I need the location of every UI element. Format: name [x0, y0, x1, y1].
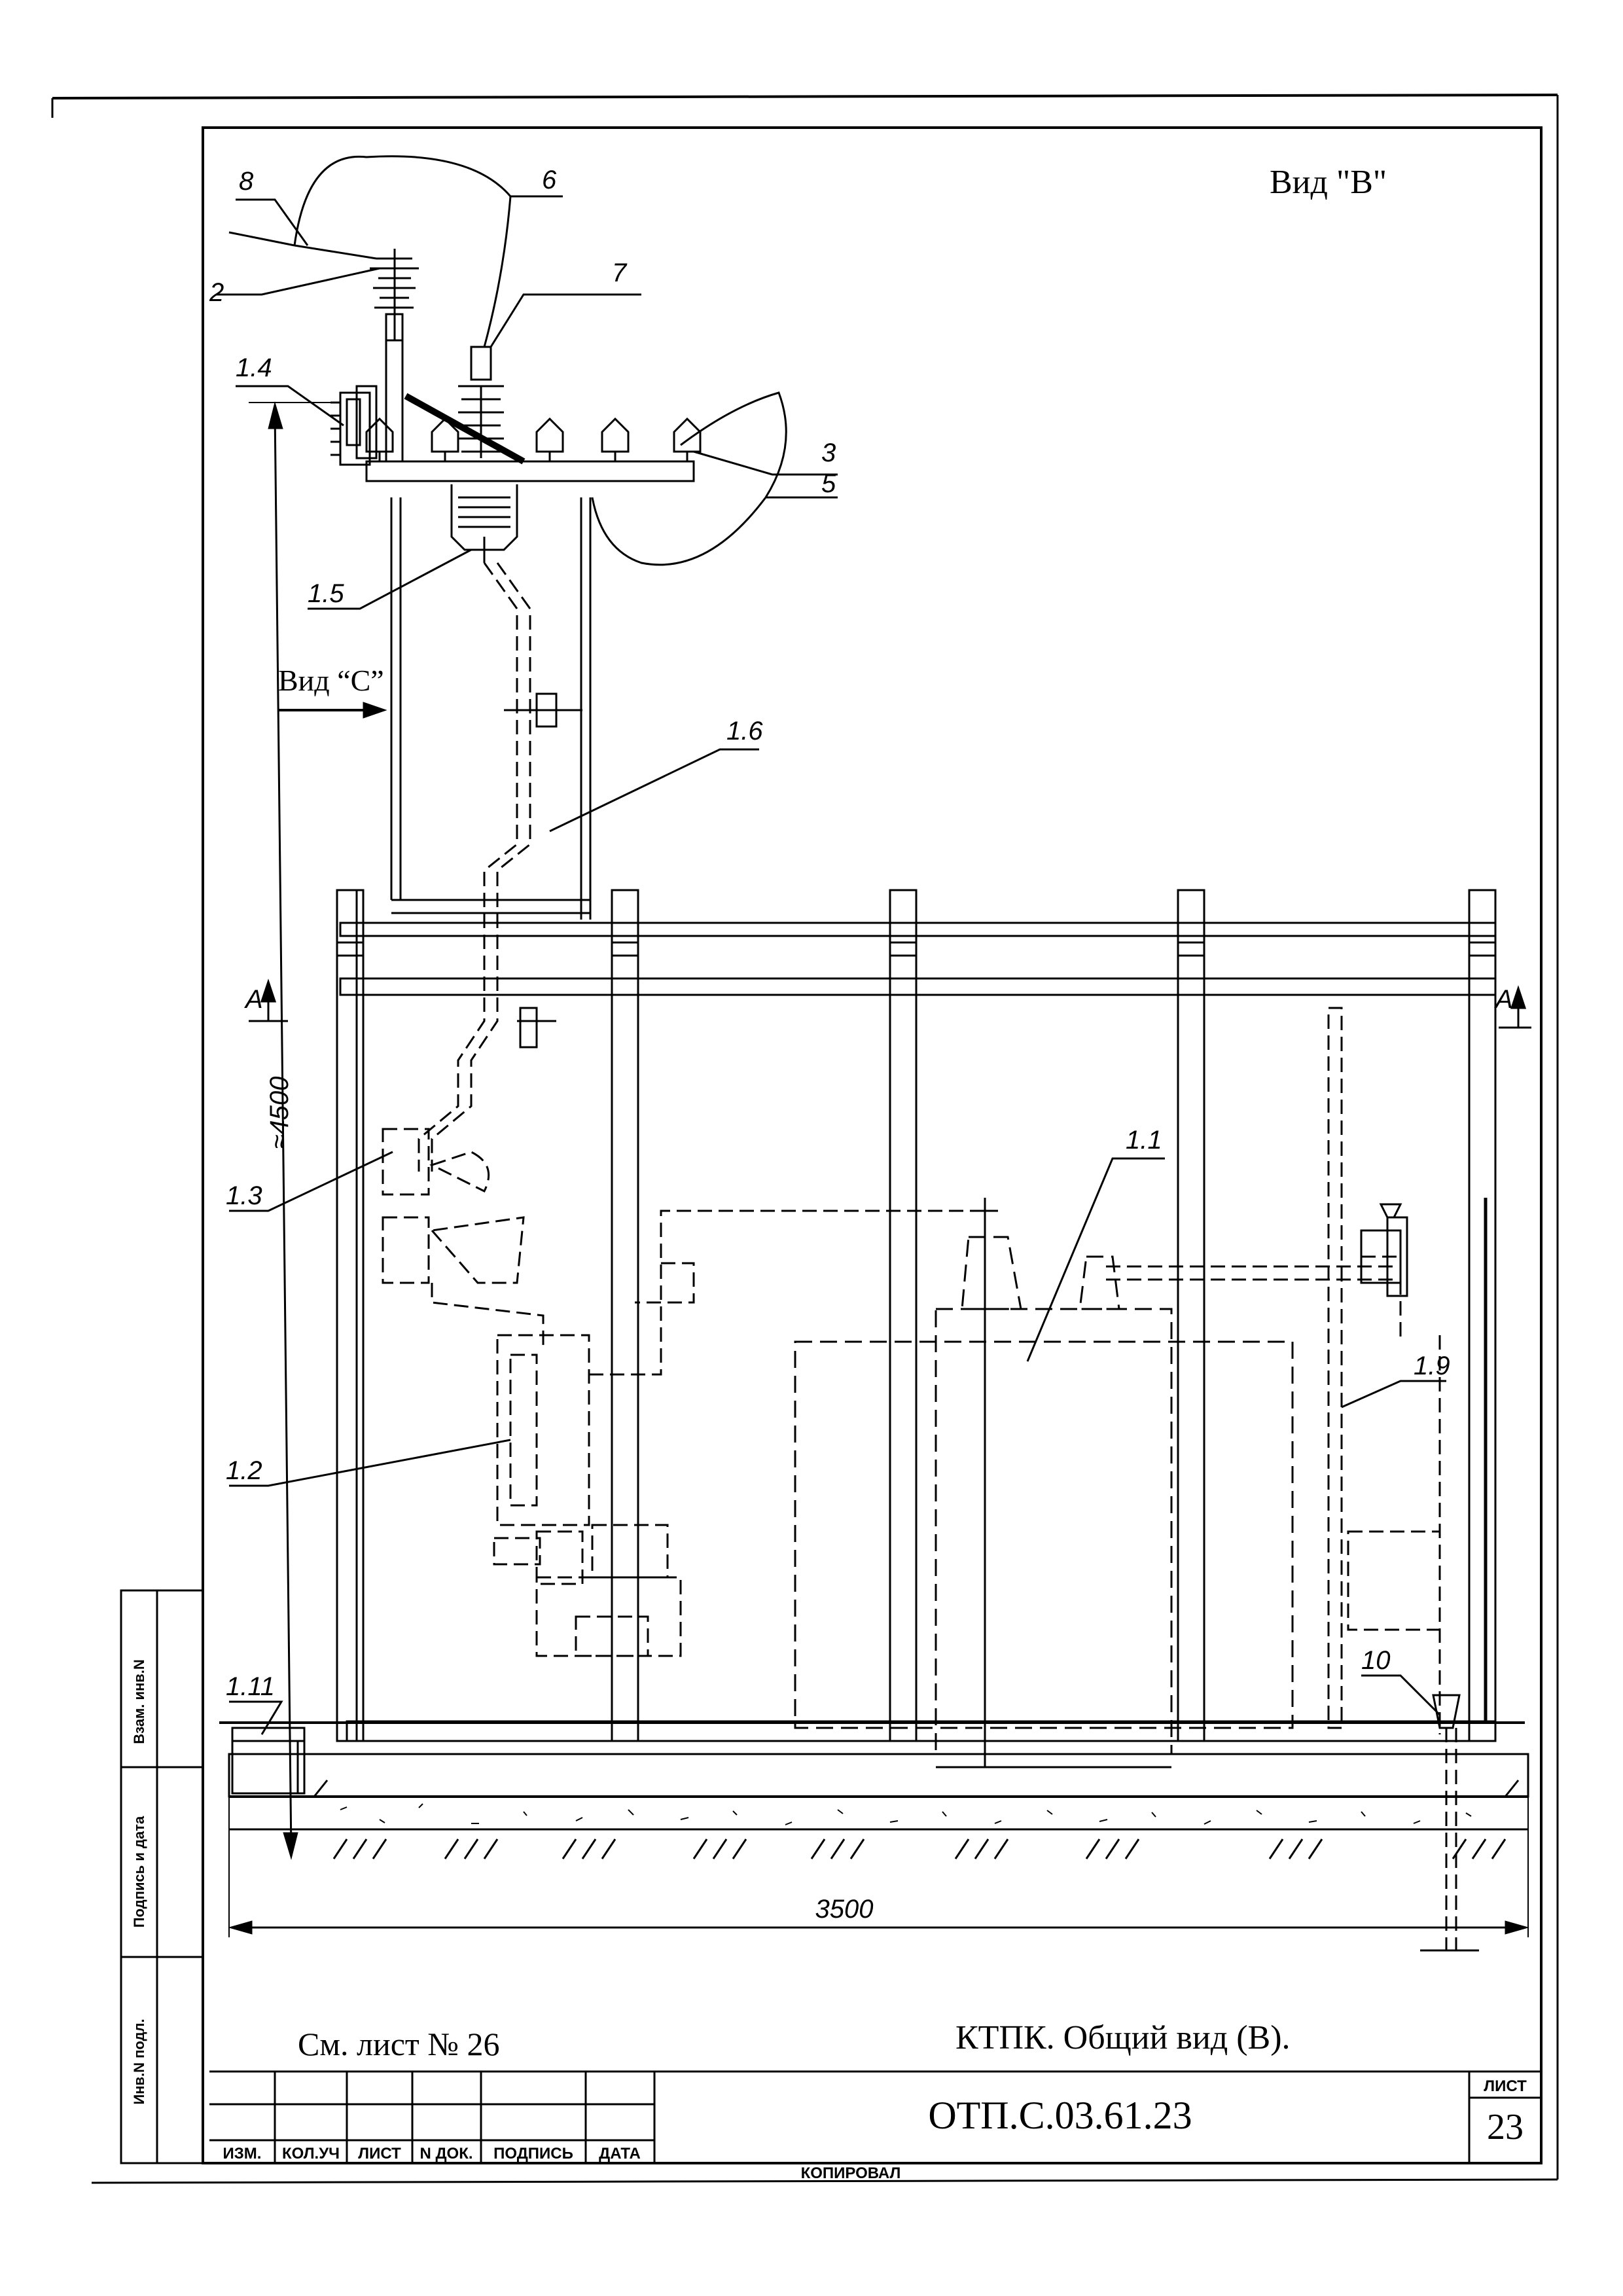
- transformer-solid: [936, 1198, 1171, 1768]
- sheet-frame: [51, 94, 1559, 2184]
- callout-1-9: 1.9: [1414, 1352, 1450, 1380]
- section-mark-left: А: [244, 985, 263, 1014]
- title-block: [209, 2070, 1541, 2163]
- cable-support: [504, 692, 582, 1049]
- lv-panel-1-9: [1106, 1007, 1441, 1734]
- concrete-texture: [340, 1803, 1472, 1825]
- title-header-podpis: ПОДПИСЬ: [493, 2145, 573, 2162]
- width-dimension-value: 3500: [815, 1895, 874, 1924]
- crossarm-assembly: [346, 249, 695, 482]
- wires: [228, 155, 787, 566]
- kiosk-frame: [336, 889, 1497, 1742]
- title-header-kol-uch: КОЛ.УЧ: [282, 2145, 340, 2162]
- cable-tower: [390, 497, 592, 920]
- sheet-label: ЛИСТ: [1484, 2077, 1527, 2095]
- callout-1-5: 1.5: [308, 579, 344, 608]
- box-1-11: [231, 1727, 306, 1795]
- callout-1-6: 1.6: [726, 717, 763, 745]
- callout-10: 10: [1361, 1646, 1391, 1675]
- side-stamp-replaced-inv: Взам. инв.N: [131, 1659, 147, 1744]
- section-mark-right: А: [1494, 985, 1513, 1014]
- callout-1-2: 1.2: [226, 1456, 262, 1485]
- title-header-n-dok: N ДОК.: [419, 2145, 473, 2162]
- section-marks: [249, 978, 1531, 1029]
- height-dimension-value: ≈4500: [265, 1077, 294, 1149]
- sheet-number: 23: [1487, 2107, 1524, 2147]
- fuse-block-1-2: [493, 1210, 982, 1657]
- view-c-arrow: [278, 702, 387, 719]
- callout-7: 7: [612, 259, 628, 287]
- callout-8: 8: [239, 167, 254, 196]
- width-dimension: [228, 1797, 1529, 1937]
- post-insulator: [458, 346, 504, 458]
- bushing-1-5: [450, 484, 518, 563]
- callout-1-1: 1.1: [1126, 1126, 1162, 1155]
- foundation: [219, 1721, 1529, 1831]
- callout-5: 5: [821, 469, 836, 498]
- side-stamp-orig-inv: Инв.N подл.: [131, 2018, 147, 2104]
- title-header-list: ЛИСТ: [358, 2145, 401, 2162]
- callout-2: 2: [209, 278, 224, 307]
- view-title: Вид "В": [1270, 164, 1387, 201]
- title-header-data: ДАТА: [599, 2145, 641, 2162]
- height-dimension: [249, 401, 340, 1860]
- lv-breaker: [1360, 1203, 1479, 1952]
- callout-1-4: 1.4: [236, 353, 272, 382]
- document-code: ОТП.С.03.61.23: [928, 2094, 1192, 2137]
- callout-1-11: 1.11: [226, 1672, 275, 1701]
- copied-label: КОПИРОВАЛ: [801, 2164, 901, 2182]
- callout-1-3: 1.3: [226, 1181, 262, 1210]
- callout-3: 3: [821, 439, 836, 467]
- callout-6: 6: [542, 166, 557, 194]
- internal-cable: [418, 562, 531, 1172]
- see-sheet-note: См. лист № 26: [298, 2026, 499, 2062]
- side-stamp-signature-date: Подпись и дата: [131, 1816, 147, 1928]
- view-c-label: Вид “С”: [278, 664, 384, 697]
- switchgear-1-3: [382, 1128, 544, 1348]
- ground-hatch: [332, 1839, 1507, 1859]
- pin-insulators: [365, 417, 702, 461]
- bracket-1-4: [330, 391, 371, 466]
- callout-leaders: [216, 195, 1446, 1735]
- transformer-1-1: [794, 1236, 1294, 1755]
- drawing-title: КТПК. Общий вид (В).: [955, 2019, 1291, 2056]
- side-stamp: [120, 1589, 204, 2164]
- title-header-izm: ИЗМ.: [223, 2145, 262, 2162]
